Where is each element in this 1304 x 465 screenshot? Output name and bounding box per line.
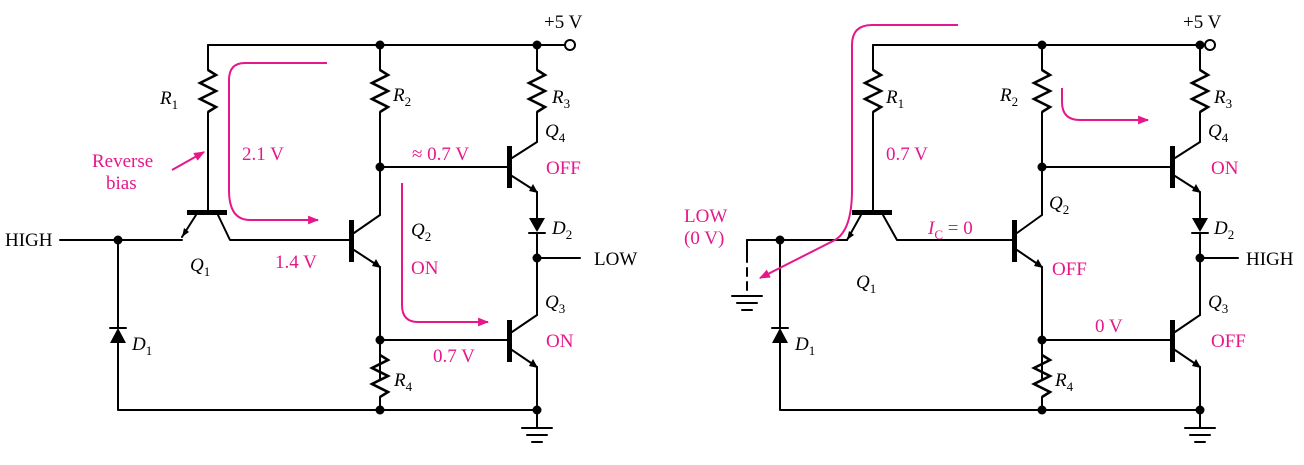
left-supply-label: +5 V: [544, 12, 583, 33]
right-input-ground-icon: [731, 295, 763, 311]
left-r2-resistor: [369, 68, 391, 114]
left-q2-base-bar: [349, 220, 354, 262]
right-q1-emitter-arrow: [847, 231, 854, 240]
right-d1-diode: [772, 328, 788, 343]
left-reverse-bias-arrow: [171, 151, 205, 171]
right-q1-label: Q1: [856, 272, 876, 296]
left-q3-base-bar: [507, 320, 512, 362]
right-supply-terminal: [1204, 39, 1216, 51]
right-r3-label: R3: [1213, 87, 1232, 111]
left-circuit: +5 V R1 Q1 HIGH D1 R2 Q2: [5, 12, 637, 443]
right-q2-base-bar: [1012, 220, 1017, 262]
right-q1-base-bar: [852, 210, 892, 215]
right-q3-state: OFF: [1211, 331, 1246, 352]
right-input-label: LOW: [684, 206, 727, 227]
left-q4-emitter-arrow: [529, 184, 538, 193]
left-q2-emitter-arrow: [372, 259, 381, 268]
left-supply-terminal: [564, 39, 576, 51]
left-q1-voltage: 2.1 V: [242, 144, 284, 165]
left-q1-collector: [217, 214, 351, 241]
right-q2-collector: [1016, 214, 1043, 234]
right-r2-label: R2: [999, 85, 1018, 109]
right-d2-diode: [1192, 218, 1208, 232]
right-q4-label: Q4: [1208, 121, 1229, 145]
right-ground-rail: [779, 342, 1201, 411]
left-q4-base-bar: [507, 146, 512, 188]
right-q3-base-bar: [1170, 320, 1175, 362]
left-q4-label: Q4: [545, 121, 566, 145]
right-r2-resistor: [1031, 68, 1053, 114]
right-current-arrow-q1: [759, 24, 958, 279]
right-input-label: (0 V): [684, 228, 724, 249]
left-q3-collector: [511, 314, 538, 333]
left-r1-label: R1: [159, 88, 178, 112]
left-q3-voltage: 0.7 V: [433, 346, 475, 367]
left-reverse-bias-label: bias: [106, 173, 137, 194]
left-d2-diode: [529, 218, 545, 232]
left-reverse-bias-label: Reverse: [92, 151, 153, 172]
left-q2-collector: [353, 214, 381, 234]
left-r4-label: R4: [393, 370, 413, 394]
left-ground-icon: [521, 427, 553, 443]
right-node: [1195, 405, 1205, 415]
right-q4-emitter-arrow: [1192, 184, 1201, 193]
right-d2-label: D2: [1213, 218, 1234, 242]
left-r3-resistor: [526, 68, 548, 114]
right-ic-label: IC = 0: [927, 218, 973, 242]
left-q3-emitter-arrow: [529, 359, 538, 368]
right-q1-voltage: 0.7 V: [886, 144, 928, 165]
right-supply-label: +5 V: [1183, 12, 1222, 33]
left-q1-emitter-arrow: [182, 228, 189, 237]
right-ground-icon: [1184, 427, 1216, 443]
right-r4-resistor: [1031, 353, 1053, 399]
left-q2-state: ON: [411, 258, 439, 279]
left-q2-voltage: 1.4 V: [275, 252, 317, 273]
right-r4-label: R4: [1054, 370, 1074, 394]
left-d1-label: D1: [131, 334, 152, 358]
right-circuit: +5 V R1 Q1 LOW (0 V) D1 R2: [684, 12, 1294, 443]
right-current-arrow-q4: [1061, 88, 1150, 125]
left-q2-label: Q2: [411, 220, 431, 244]
left-r4-resistor: [369, 353, 391, 399]
left-r1-resistor: [197, 68, 219, 114]
right-q3-voltage: 0 V: [1095, 316, 1123, 337]
right-node: [1037, 405, 1047, 415]
right-output-label: HIGH: [1246, 249, 1294, 270]
right-r1-label: R1: [885, 87, 904, 111]
left-current-arrow-q1: [228, 62, 327, 225]
right-q4-base-bar: [1170, 146, 1175, 188]
right-q4-collector: [1174, 141, 1201, 159]
right-q3-collector: [1174, 314, 1201, 333]
left-current-arrow-q2: [401, 183, 490, 327]
left-q4-voltage: ≈ 0.7 V: [412, 144, 469, 165]
right-q1-collector: [882, 214, 1014, 241]
right-q3-label: Q3: [1208, 292, 1228, 316]
left-d2-label: D2: [551, 218, 572, 242]
right-r3-resistor: [1189, 68, 1211, 114]
right-q3-emitter-arrow: [1192, 359, 1201, 368]
left-q1-label: Q1: [190, 255, 210, 279]
left-q4-collector: [511, 141, 538, 159]
left-d1-diode: [110, 328, 126, 343]
left-q3-state: ON: [546, 331, 574, 352]
left-r2-label: R2: [392, 85, 411, 109]
left-output-label: LOW: [594, 249, 637, 270]
left-q3-label: Q3: [545, 292, 565, 316]
left-input-label: HIGH: [5, 230, 53, 251]
left-r3-label: R3: [551, 87, 570, 111]
right-q2-state: OFF: [1052, 259, 1087, 280]
right-q2-emitter-arrow: [1034, 259, 1043, 268]
left-node: [375, 405, 385, 415]
right-q4-state: ON: [1211, 158, 1239, 179]
left-ground-rail: [117, 342, 541, 411]
left-q1-base-bar: [187, 210, 227, 215]
right-d1-label: D1: [794, 334, 815, 358]
left-node: [532, 405, 542, 415]
left-q4-state: OFF: [546, 158, 581, 179]
right-r1-resistor: [862, 68, 884, 114]
right-q2-label: Q2: [1049, 193, 1069, 217]
